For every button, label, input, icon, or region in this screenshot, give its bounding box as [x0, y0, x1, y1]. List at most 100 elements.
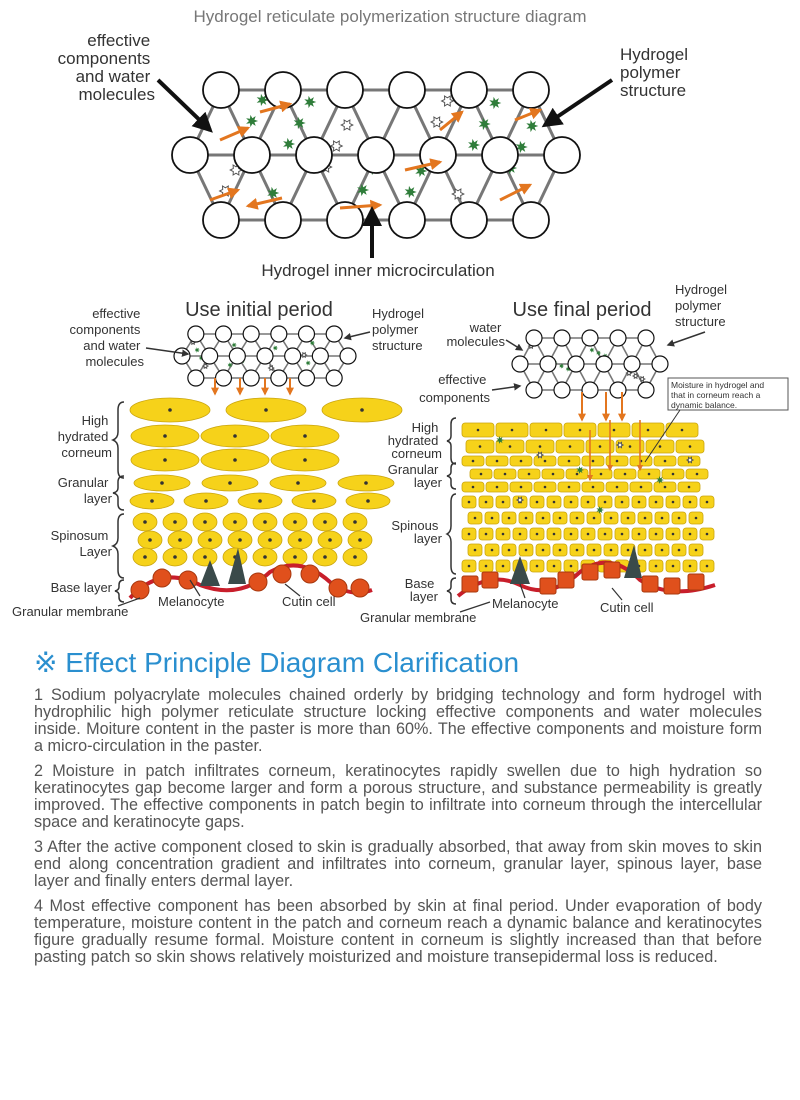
cell-nucleus	[507, 516, 511, 520]
final-label-components: effective components	[419, 372, 490, 405]
cell-nucleus	[647, 472, 651, 476]
water-molecule	[429, 116, 444, 128]
cell-nucleus	[626, 516, 630, 520]
cell-nucleus	[637, 500, 641, 504]
cell-nucleus	[558, 516, 562, 520]
cell-nucleus	[258, 499, 262, 503]
cell-nucleus	[688, 532, 692, 536]
top-arrow-polymer	[541, 78, 614, 128]
final-brace-corneum	[446, 417, 457, 465]
effective-component	[656, 476, 664, 484]
lattice-node	[171, 136, 209, 174]
cell-nucleus	[484, 500, 488, 504]
cell-nucleus	[501, 532, 505, 536]
lattice-node	[609, 381, 627, 399]
cell-nucleus	[598, 445, 602, 448]
water-molecule	[685, 456, 695, 464]
final-panel-title: Use final period	[513, 299, 652, 321]
lattice-node	[450, 201, 488, 239]
cell-nucleus	[263, 520, 267, 524]
initial-label-granular: Granular layer	[58, 475, 113, 506]
final-lattice	[511, 329, 669, 422]
final-leader-components	[491, 383, 522, 391]
cell-nucleus	[360, 408, 364, 412]
cell-nucleus	[687, 485, 691, 489]
cell-nucleus	[609, 516, 613, 520]
cell-nucleus	[471, 485, 475, 489]
cell-nucleus	[484, 532, 488, 536]
cell-nucleus	[467, 500, 471, 504]
cell-nucleus	[552, 500, 556, 504]
base-cell	[350, 578, 370, 598]
initial-brace-base	[114, 579, 125, 603]
cell-nucleus	[524, 548, 528, 552]
cell-nucleus	[303, 434, 307, 438]
effective-component	[357, 183, 370, 197]
lattice-node	[512, 71, 550, 109]
microcirculation-arrow	[209, 187, 241, 202]
base-cell	[581, 563, 599, 581]
effective-component	[283, 137, 296, 151]
cell-nucleus	[303, 458, 307, 462]
base-cell	[663, 577, 681, 595]
initial-brace-spinosum	[110, 513, 125, 579]
cell-nucleus	[538, 445, 542, 448]
cell-nucleus	[695, 472, 699, 476]
effective-component	[576, 466, 584, 474]
effective-component	[404, 185, 417, 199]
cell-nucleus	[569, 500, 573, 504]
cell-nucleus	[620, 532, 624, 536]
cell-nucleus	[535, 532, 539, 536]
cell-nucleus	[626, 548, 630, 552]
base-cell	[557, 571, 575, 589]
cell-nucleus	[143, 520, 147, 524]
water-molecule	[451, 188, 465, 200]
cell-nucleus	[503, 472, 507, 476]
cell-nucleus	[178, 538, 182, 542]
effective-component	[227, 362, 233, 368]
effective-component	[489, 96, 502, 110]
final-leader-melanocyte	[519, 583, 526, 599]
microcirculation-arrow	[499, 183, 533, 202]
cell-nucleus	[552, 532, 556, 536]
effective-component	[565, 366, 571, 372]
lattice-node	[173, 347, 191, 365]
cell-nucleus	[688, 564, 692, 568]
lattice-node	[187, 369, 205, 387]
melanocyte-cell	[200, 548, 246, 586]
water-molecule	[340, 119, 354, 131]
water-molecule	[535, 451, 545, 459]
cell-nucleus	[293, 555, 297, 559]
final-skin	[456, 420, 716, 598]
cell-nucleus	[671, 564, 675, 568]
microcirculation-arrow	[259, 100, 293, 114]
cell-nucleus	[323, 555, 327, 559]
cell-nucleus	[671, 472, 675, 476]
base-cell	[130, 580, 150, 600]
clarification-heading: ※ Effect Principle Diagram Clarification	[34, 647, 520, 678]
cell-nucleus	[643, 516, 647, 520]
effective-component	[559, 363, 565, 369]
cell-nucleus	[168, 408, 172, 412]
cell-nucleus	[467, 532, 471, 536]
cell-nucleus	[518, 532, 522, 536]
effective-component	[246, 114, 259, 128]
lattice-node	[595, 355, 613, 373]
cell-nucleus	[680, 428, 684, 432]
microcirculation-arrow	[339, 199, 383, 212]
cell-nucleus	[646, 428, 650, 432]
effective-component	[293, 116, 306, 130]
lattice-node	[419, 136, 457, 174]
final-leader-polymer	[666, 331, 706, 347]
cell-nucleus	[507, 548, 511, 552]
final-label-spinous: Spinous layer	[391, 518, 442, 546]
lattice-node	[511, 355, 529, 373]
cell-nucleus	[569, 564, 573, 568]
cell-nucleus	[328, 538, 332, 542]
effective-component	[468, 138, 481, 152]
effective-component	[256, 93, 269, 107]
cell-nucleus	[569, 532, 573, 536]
top-diagram-title: Hydrogel reticulate polymerization struc…	[193, 7, 586, 26]
cell-nucleus	[173, 555, 177, 559]
effective-component	[267, 186, 280, 200]
